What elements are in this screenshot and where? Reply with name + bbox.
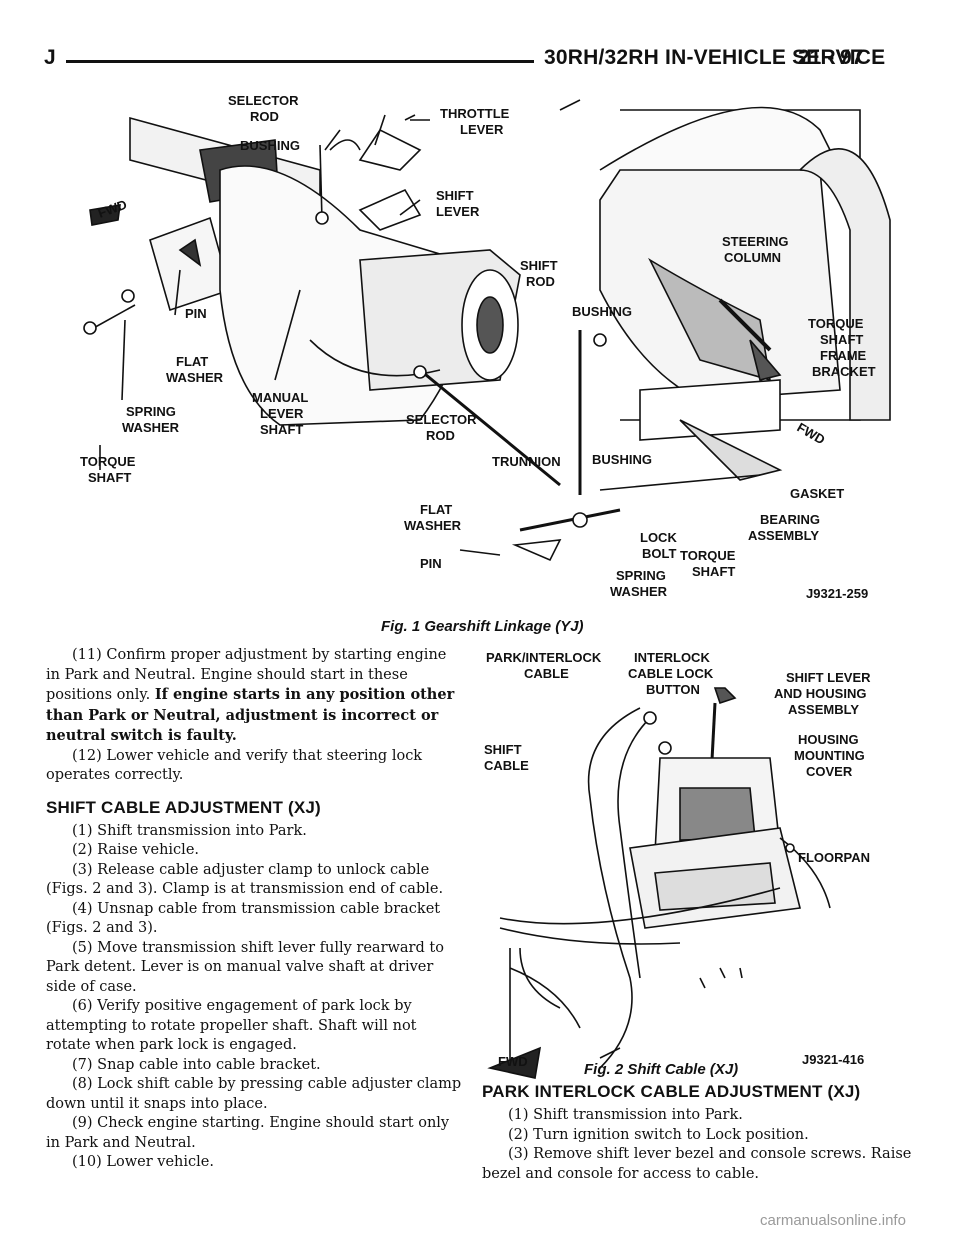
- label-selector-rod-low: ROD: [426, 428, 455, 443]
- label-shift-lever-housing-assembly: ASSEMBLY: [788, 702, 859, 717]
- label-housing-mounting-cover: COVER: [806, 764, 853, 779]
- label-shift-lever-housing-assembly: SHIFT LEVER: [786, 670, 871, 685]
- label-lock-bolt: BOLT: [642, 546, 676, 561]
- label-spring-washer-left: SPRING: [126, 404, 176, 419]
- step-11: (11) Confirm proper adjustment by starti…: [46, 646, 464, 747]
- label-throttle-lever: LEVER: [460, 122, 504, 137]
- label-selector-rod-top: ROD: [250, 109, 279, 124]
- step-11-warning: If engine starts in any position other t…: [46, 686, 455, 744]
- label-pin-low: PIN: [420, 556, 442, 571]
- label-torque-shaft-low: SHAFT: [692, 564, 735, 579]
- step: (5) Move transmission shift lever fully …: [46, 939, 444, 995]
- step: (2) Turn ignition switch to Lock positio…: [508, 1126, 809, 1143]
- step: (4) Unsnap cable from transmission cable…: [46, 900, 441, 937]
- figure-1-reference: J9321-259: [806, 586, 868, 601]
- label-flat-washer-low: FLAT: [420, 502, 452, 517]
- label-steering-column: STEERING: [722, 234, 788, 249]
- step: (1) Shift transmission into Park.: [508, 1107, 743, 1123]
- figure-2-reference: J9321-416: [802, 1052, 864, 1067]
- step: (3) Release cable adjuster clamp to unlo…: [46, 861, 444, 898]
- label-housing-mounting-cover: HOUSING: [798, 732, 859, 747]
- label-torque-shaft-frame-bracket: TORQUE: [808, 316, 864, 331]
- label-shift-rod: SHIFT: [520, 258, 558, 273]
- label-shift-lever: SHIFT: [436, 188, 474, 203]
- figure-1-gearshift-linkage: SELECTOR ROD THROTTLE LEVER BUSHING SHIF…: [80, 93, 891, 601]
- label-housing-mounting-cover: MOUNTING: [794, 748, 865, 763]
- page-number: 21 - 97: [798, 46, 864, 69]
- label-gasket: GASKET: [790, 486, 844, 501]
- watermark: carmanualsonline.info: [760, 1212, 906, 1229]
- label-lock-bolt: LOCK: [640, 530, 677, 545]
- figure-2-caption: Fig. 2 Shift Cable (XJ): [584, 1061, 739, 1078]
- label-manual-lever-shaft: MANUAL: [252, 390, 308, 405]
- label-bushing-low: BUSHING: [592, 452, 652, 467]
- label-torque-shaft-frame-bracket: SHAFT: [820, 332, 863, 347]
- section-heading-park-interlock: PARK INTERLOCK CABLE ADJUSTMENT (XJ): [482, 1082, 861, 1101]
- step: (3) Remove shift lever bezel and console…: [482, 1146, 912, 1182]
- figure-2-shift-cable: PARK/INTERLOCK CABLE INTERLOCK CABLE LOC…: [484, 650, 871, 1079]
- label-park-interlock-cable: CABLE: [524, 666, 569, 681]
- header-letter: J: [44, 46, 56, 69]
- label-bushing-top: BUSHING: [240, 138, 300, 153]
- label-trunnion: TRUNNION: [492, 454, 561, 469]
- label-torque-shaft-frame-bracket: FRAME: [820, 348, 867, 363]
- label-bearing-assembly: ASSEMBLY: [748, 528, 819, 543]
- label-spring-washer-low: WASHER: [610, 584, 668, 599]
- header-title: 30RH/32RH IN-VEHICLE SERVICE: [544, 46, 886, 69]
- label-torque-shaft-frame-bracket: BRACKET: [812, 364, 876, 379]
- label-flat-washer-left: WASHER: [166, 370, 224, 385]
- label-selector-rod-top: SELECTOR: [228, 93, 299, 108]
- fwd-arrow-label: FWD: [795, 420, 828, 448]
- step: (2) Raise vehicle.: [72, 842, 200, 858]
- step: (6) Verify positive engagement of park l…: [46, 998, 417, 1053]
- label-pin-left: PIN: [185, 306, 207, 321]
- figure-1-caption: Fig. 1 Gearshift Linkage (YJ): [381, 618, 584, 635]
- step: (7) Snap cable into cable bracket.: [72, 1056, 321, 1073]
- right-column: PARK INTERLOCK CABLE ADJUSTMENT (XJ) (1)…: [482, 1076, 914, 1184]
- label-torque-shaft-left: TORQUE: [80, 454, 136, 469]
- step-11-text: (11) Confirm proper adjustment by starti…: [46, 647, 447, 703]
- label-floorpan: FLOORPAN: [798, 850, 870, 865]
- label-shift-cable: SHIFT: [484, 742, 522, 757]
- label-manual-lever-shaft: SHAFT: [260, 422, 303, 437]
- step: (9) Check engine starting. Engine should…: [46, 1115, 450, 1151]
- label-torque-shaft-left: SHAFT: [88, 470, 131, 485]
- label-shift-rod: ROD: [526, 274, 555, 289]
- section-heading-shift-cable: SHIFT CABLE ADJUSTMENT (XJ): [46, 797, 321, 817]
- label-interlock-cable-lock-button: BUTTON: [646, 682, 700, 697]
- label-flat-washer-left: FLAT: [176, 354, 208, 369]
- label-spring-washer-low: SPRING: [616, 568, 666, 583]
- label-manual-lever-shaft: LEVER: [260, 406, 304, 421]
- label-torque-shaft-low: TORQUE: [680, 548, 736, 563]
- header-rule: [66, 60, 534, 63]
- label-park-interlock-cable: PARK/INTERLOCK: [486, 650, 602, 665]
- step: (8) Lock shift cable by pressing cable a…: [46, 1076, 462, 1112]
- step: (1) Shift transmission into Park.: [72, 822, 307, 839]
- label-shift-cable: CABLE: [484, 758, 529, 773]
- label-shift-lever: LEVER: [436, 204, 480, 219]
- fwd-arrow-label: FWD: [498, 1054, 528, 1069]
- label-flat-washer-low: WASHER: [404, 518, 462, 533]
- label-steering-column: COLUMN: [724, 250, 781, 265]
- label-interlock-cable-lock-button: CABLE LOCK: [628, 666, 714, 681]
- label-bushing-mid: BUSHING: [572, 304, 632, 319]
- step: (10) Lower vehicle.: [72, 1154, 214, 1170]
- label-bearing-assembly: BEARING: [760, 512, 820, 527]
- label-interlock-cable-lock-button: INTERLOCK: [634, 650, 710, 665]
- left-column: (11) Confirm proper adjustment by starti…: [46, 646, 464, 1173]
- label-throttle-lever: THROTTLE: [440, 106, 510, 121]
- label-spring-washer-left: WASHER: [122, 420, 180, 435]
- label-selector-rod-low: SELECTOR: [406, 412, 477, 427]
- step-12: (12) Lower vehicle and verify that steer…: [46, 747, 423, 784]
- label-shift-lever-housing-assembly: AND HOUSING: [774, 686, 866, 701]
